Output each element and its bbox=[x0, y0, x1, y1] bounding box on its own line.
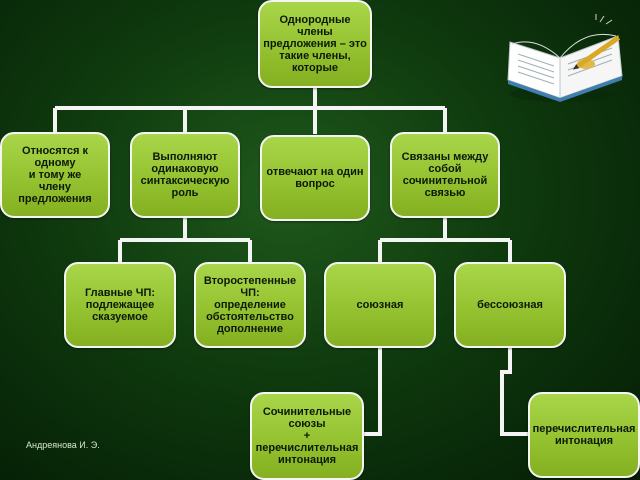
property-node-coordinating-link: Связаны между собой сочинительной связью bbox=[390, 132, 500, 218]
means-node-intonation: перечислительная интонация bbox=[528, 392, 640, 478]
root-node: Однородные члены предложения – это такие… bbox=[258, 0, 372, 88]
type-node-conjunctive: союзная bbox=[324, 262, 436, 348]
property-node-same-member: Относятся к одному и тому же члену предл… bbox=[0, 132, 110, 218]
property-node-same-role: Выполняют одинаковую синтаксическую роль bbox=[130, 132, 240, 218]
means-node-text: перечислительная интонация bbox=[532, 423, 636, 447]
property-node-text: Связаны между собой сочинительной связью bbox=[401, 151, 489, 199]
property-node-text: отвечают на один вопрос bbox=[266, 166, 364, 190]
property-node-text: Выполняют одинаковую синтаксическую роль bbox=[140, 151, 230, 199]
type-node-asyndetic: бессоюзная bbox=[454, 262, 566, 348]
means-node-text: Сочинительные союзы + перечислительная и… bbox=[255, 406, 359, 466]
author-caption: Андреянова И. Э. bbox=[26, 440, 100, 450]
member-node-secondary: Второстепенные ЧП: определение обстоятел… bbox=[194, 262, 306, 348]
property-node-text: Относятся к одному и тому же члену предл… bbox=[18, 145, 92, 205]
open-book-icon bbox=[507, 14, 623, 102]
root-node-text: Однородные члены предложения – это такие… bbox=[263, 14, 367, 74]
member-node-main: Главные ЧП: подлежащее сказуемое bbox=[64, 262, 176, 348]
type-node-text: бессоюзная bbox=[477, 299, 543, 311]
means-node-conjunctions: Сочинительные союзы + перечислительная и… bbox=[250, 392, 364, 480]
type-node-text: союзная bbox=[356, 299, 404, 311]
member-node-text: Главные ЧП: подлежащее сказуемое bbox=[84, 287, 156, 323]
property-node-same-question: отвечают на один вопрос bbox=[260, 135, 370, 221]
member-node-text: Второстепенные ЧП: определение обстоятел… bbox=[203, 275, 297, 335]
